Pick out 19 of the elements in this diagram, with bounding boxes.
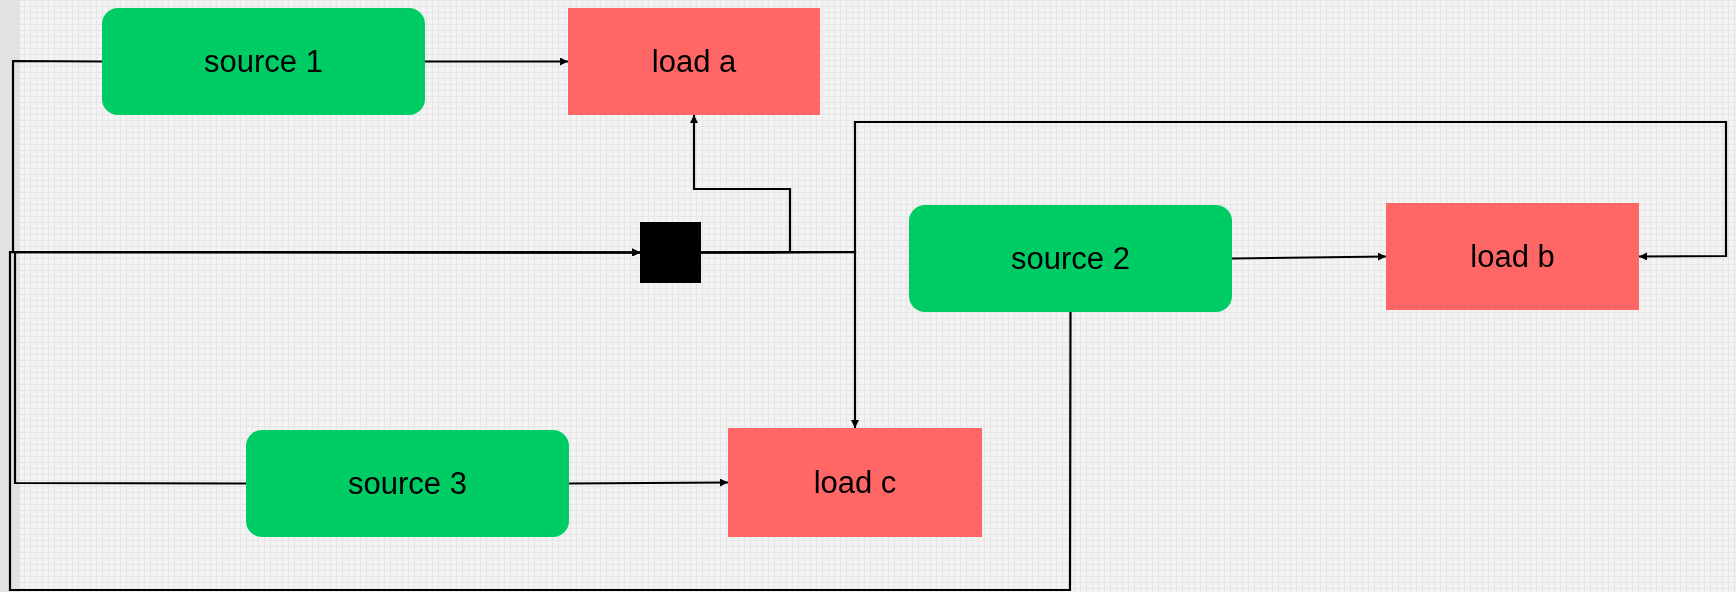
source-box — [102, 8, 425, 115]
connector-arrow — [701, 120, 1728, 261]
node-label: load b — [1470, 238, 1555, 275]
source-box — [909, 205, 1232, 312]
load-box — [568, 8, 820, 115]
connector-arrow — [8, 248, 1072, 592]
connector-arrow — [690, 115, 792, 254]
source-box — [246, 430, 569, 537]
connector-arrow — [569, 478, 728, 487]
node-label: source 2 — [1011, 240, 1130, 277]
node-label: load c — [813, 464, 897, 501]
node-label: load a — [651, 43, 737, 80]
node-label: source 1 — [204, 43, 323, 80]
load-box — [728, 428, 982, 537]
junction-square — [640, 222, 701, 283]
connector-arrow — [1232, 252, 1386, 261]
load-box — [1386, 203, 1639, 310]
node-label: source 3 — [348, 465, 467, 502]
connector-arrow — [425, 57, 568, 66]
